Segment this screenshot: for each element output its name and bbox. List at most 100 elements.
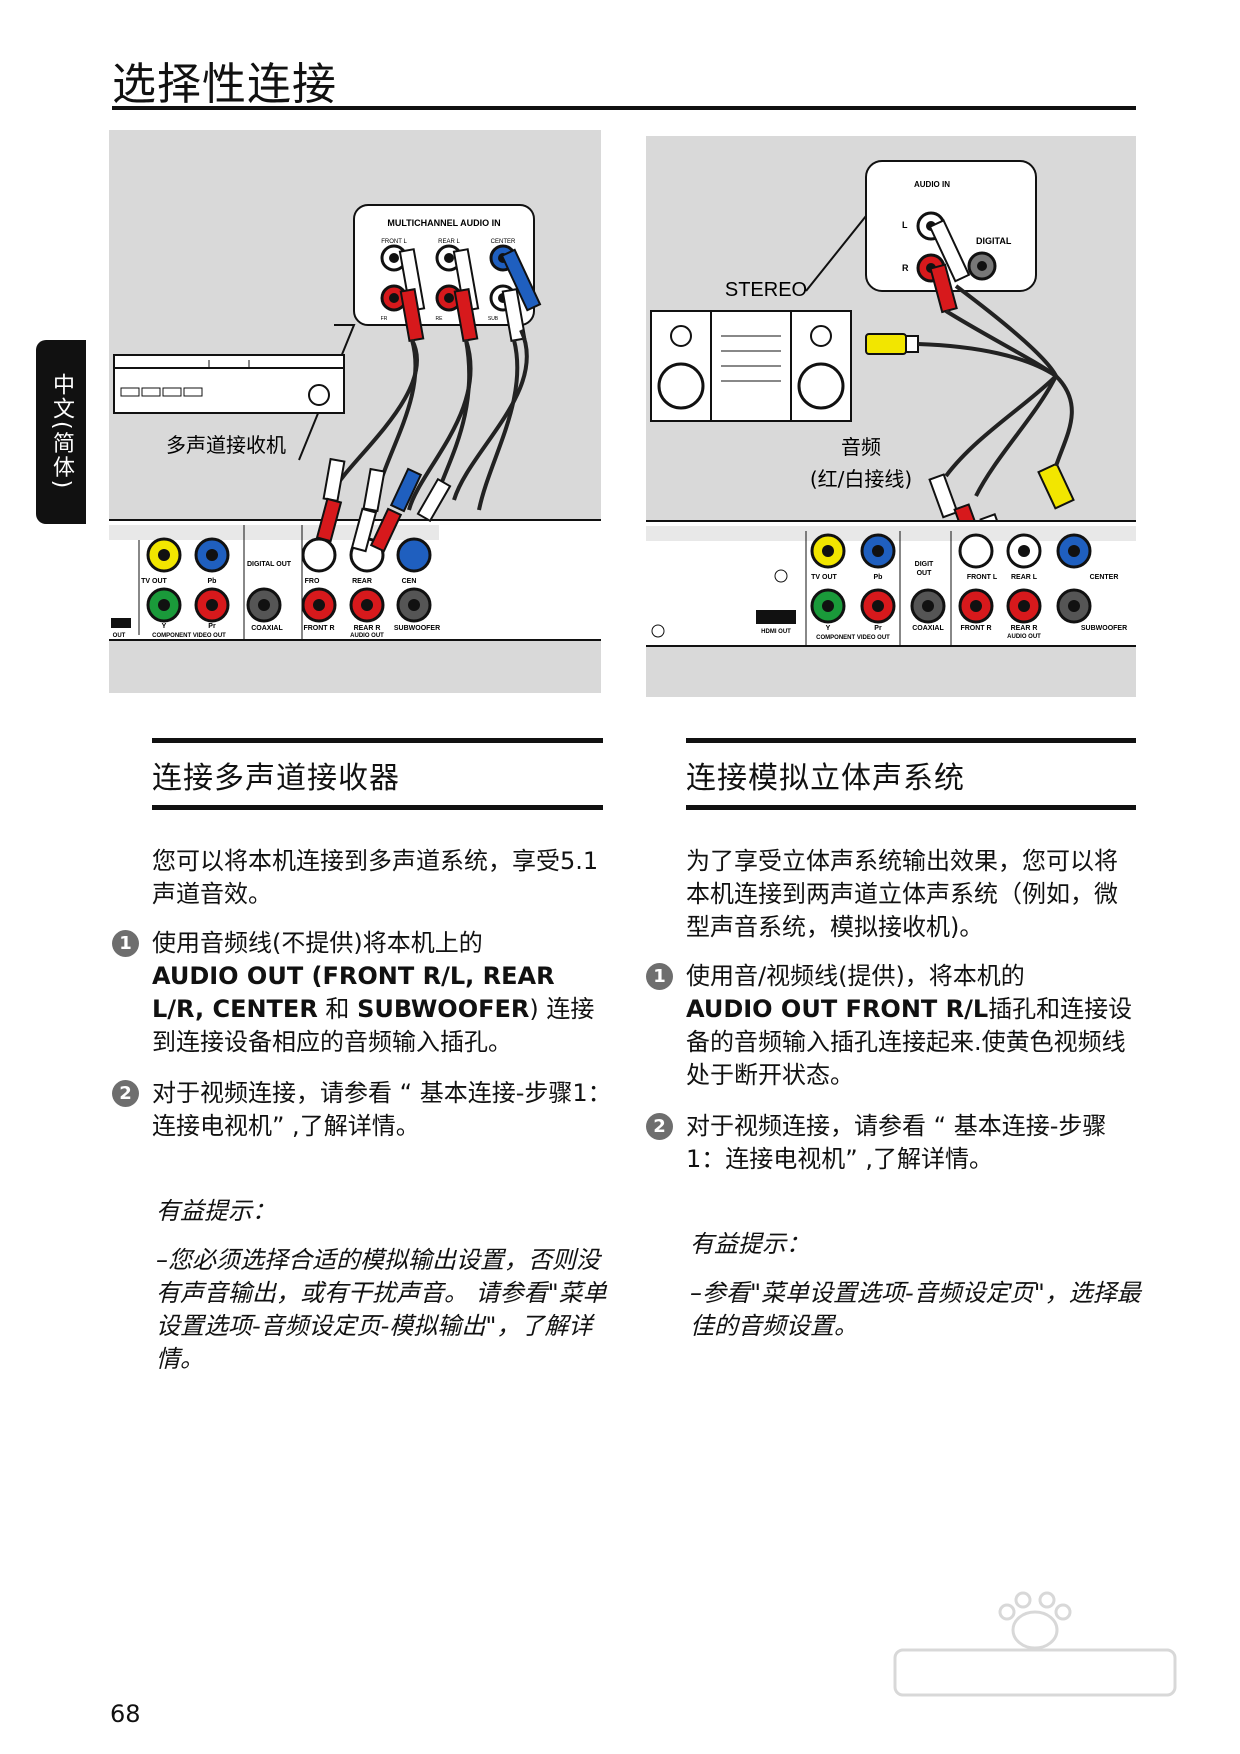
section-heading-stereo: 连接模拟立体声系统 — [686, 738, 1136, 810]
hint-title: 有益提示： — [690, 1230, 810, 1258]
cable-label-line1: 音频 — [841, 435, 881, 459]
rear-label: Y — [162, 623, 167, 630]
rear-label: AUDIO OUT — [1007, 634, 1041, 640]
stereo-diagram: AUDIO IN L R DIGITAL STEREO 音频 (红/白接线) — [646, 160, 1136, 647]
rear-label: Y — [826, 625, 831, 632]
intro-text: 您可以将本机连接到多声道系统，享受5.1 声道音效。 — [152, 847, 599, 908]
stereo-system-illustration — [650, 310, 852, 422]
rear-label: Pr — [874, 625, 882, 632]
step-2: 2 对于视频连接，请参看 “ 基本连接-步骤1：连接电视机” ,了解详情。 — [646, 1110, 1141, 1176]
receiver-illustration — [113, 354, 345, 414]
step-bold: AUDIO OUT (FRONT R/L, REAR L/R, CENTER — [152, 962, 555, 1023]
jack-label: CENTER — [491, 239, 516, 245]
rear-label: OUT — [113, 633, 126, 639]
digital-label: DIGITAL — [976, 236, 1012, 246]
cable-label-line2: (红/白接线) — [810, 467, 912, 491]
rear-label: Pb — [874, 574, 883, 581]
step-text: 对于视频连接，请参看 “ 基本连接-步骤1：连接电视机” ,了解详情。 — [152, 1079, 612, 1140]
step-number-icon: 2 — [646, 1113, 673, 1140]
step-text: 使用音/视频线(提供)，将本机的 — [686, 962, 1025, 990]
rear-label: AUDIO OUT — [350, 633, 384, 639]
rear-label: SUBWOOFER — [394, 625, 440, 632]
section-heading-text: 连接多声道接收器 — [152, 761, 400, 796]
jack-label: FRONT L — [381, 239, 407, 245]
step-1: 1 使用音/视频线(提供)，将本机的 AUDIO OUT FRONT R/L插孔… — [646, 960, 1141, 1092]
step-number-icon: 1 — [112, 930, 139, 957]
callout-jacks — [916, 211, 997, 314]
page-title: 选择性连接 — [112, 59, 337, 110]
step-text: 插孔和连接设备的音频输入插孔连接起来.使黄色视频线处于断开状态。 — [686, 995, 1133, 1089]
callout-pointer — [298, 324, 356, 461]
heading-rule — [152, 805, 603, 810]
title-rule — [112, 106, 1136, 110]
jack-label: RE — [436, 316, 444, 322]
step-text: 使用音频线(不提供)将本机上的 — [152, 929, 483, 957]
rear-label: REAR R — [1011, 625, 1038, 632]
rear-label: FRONT R — [303, 625, 334, 632]
rear-label: TV OUT — [141, 578, 167, 585]
video-plug-yellow — [865, 333, 1075, 510]
rear-label: REAR — [352, 578, 372, 585]
heading-rule — [686, 805, 1136, 810]
rear-label: COMPONENT VIDEO OUT — [816, 635, 890, 641]
rear-label: CENTER — [1090, 574, 1119, 581]
rear-plugs — [315, 457, 452, 553]
callout-plugs — [398, 248, 542, 342]
rear-label: FRONT R — [960, 625, 991, 632]
language-tab-label: 中文(简体) — [49, 373, 74, 491]
rear-label: REAR R — [354, 625, 381, 632]
audio-cables — [332, 329, 529, 511]
hint-title: 有益提示： — [156, 1197, 276, 1225]
step-bold: AUDIO OUT FRONT R/L — [686, 995, 989, 1023]
section-heading-text: 连接模拟立体声系统 — [686, 761, 965, 796]
r-label: R — [902, 263, 909, 273]
rear-label: TV OUT — [811, 574, 837, 581]
rear-label: REAR L — [1011, 574, 1038, 581]
panel-header: MULTICHANNEL AUDIO IN — [387, 218, 500, 228]
rear-label: OUT — [917, 570, 933, 577]
intro-text: 为了享受立体声系统输出效果，您可以将本机连接到两声道立体声系统（例如，微型声音系… — [686, 847, 1118, 941]
rear-label: COAXIAL — [251, 625, 283, 632]
rear-label: HDMI OUT — [761, 629, 791, 635]
stereo-figure: AUDIO IN L R DIGITAL STEREO 音频 (红/白接线) — [646, 136, 1136, 697]
jack-label: REAR L — [438, 239, 460, 245]
jack-label: FR — [381, 316, 388, 322]
step-text: 和 — [317, 995, 358, 1023]
rear-label: SUBWOOFER — [1081, 625, 1127, 632]
step-bold: SUBWOOFER — [357, 995, 530, 1023]
rear-label: COAXIAL — [912, 625, 944, 632]
rear-label: DIGIT — [915, 561, 934, 568]
rear-label: COMPONENT VIDEO OUT — [152, 633, 226, 639]
step-text: 对于视频连接，请参看 “ 基本连接-步骤1：连接电视机” ,了解详情。 — [686, 1112, 1107, 1173]
section-heading-multichannel: 连接多声道接收器 — [152, 738, 603, 810]
player-rear-panel — [646, 520, 1136, 647]
jack-label: SUB — [488, 316, 499, 322]
page-number: 68 — [110, 1700, 141, 1728]
heading-rule — [152, 738, 603, 743]
receiver-label: 多声道接收机 — [166, 433, 286, 457]
audio-in-label: AUDIO IN — [914, 180, 950, 189]
av-cables — [917, 284, 1074, 497]
step-number-icon: 1 — [646, 963, 673, 990]
callout-pointer — [805, 213, 867, 292]
section-body-multichannel: 您可以将本机连接到多声道系统，享受5.1 声道音效。 1 使用音频线(不提供)将… — [112, 845, 612, 1376]
rear-label: FRO — [305, 578, 320, 585]
watermark-logo — [893, 1591, 1177, 1697]
hint-text: –您必须选择合适的模拟输出设置，否则没有声音输出，或有干扰声音。 请参看"菜单设… — [156, 1246, 607, 1373]
rear-label: Pb — [208, 578, 217, 585]
rear-label: Pr — [208, 623, 216, 630]
multichannel-figure: MULTICHANNEL AUDIO IN FRONT L REAR L CEN… — [109, 130, 601, 693]
rear-label: DIGITAL OUT — [247, 561, 292, 568]
language-tab: 中文(简体) — [36, 340, 86, 524]
section-body-stereo: 为了享受立体声系统输出效果，您可以将本机连接到两声道立体声系统（例如，微型声音系… — [646, 845, 1141, 1343]
step-number-icon: 2 — [112, 1080, 139, 1107]
step-text: ) 连接到连接设备相应的音频输入插孔。 — [152, 995, 595, 1056]
l-label: L — [902, 220, 908, 230]
step-1: 1 使用音频线(不提供)将本机上的 AUDIO OUT (FRONT R/L, … — [112, 927, 612, 1059]
hint-text: –参看"菜单设置选项-音频设定页"，选择最佳的音频设置。 — [690, 1279, 1141, 1340]
multichannel-diagram: MULTICHANNEL AUDIO IN FRONT L REAR L CEN… — [109, 204, 601, 641]
stereo-label: STEREO — [725, 279, 807, 301]
rear-label: CEN — [402, 578, 417, 585]
heading-rule — [686, 738, 1136, 743]
rear-label: FRONT L — [967, 574, 998, 581]
